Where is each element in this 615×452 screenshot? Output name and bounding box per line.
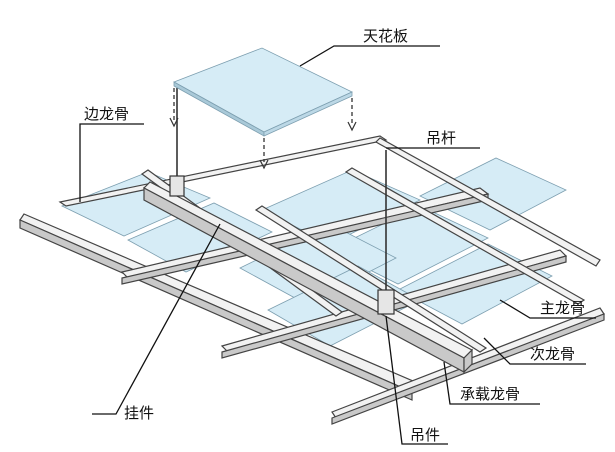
hangers <box>169 88 395 315</box>
ceiling-board <box>169 47 357 170</box>
arrow-icon <box>169 117 179 128</box>
main-keel <box>254 205 488 353</box>
arrow-icon <box>259 159 269 170</box>
leader-main-keel <box>499 299 596 319</box>
leader-edge-keel <box>79 123 144 202</box>
labels: 天花板 边龙骨 吊杆 主龙骨 次龙骨 承载龙骨 挂件 吊件 <box>84 27 585 444</box>
ceiling-board-edge <box>263 91 353 137</box>
label-hanging-piece: 挂件 <box>124 404 154 422</box>
load-keel-end <box>463 348 473 374</box>
label-load-keel: 承载龙骨 <box>460 385 520 403</box>
label-hanger-rod: 吊杆 <box>426 129 456 147</box>
leader-ceiling-board <box>299 45 440 67</box>
label-ceiling-board: 天花板 <box>363 27 408 45</box>
tile <box>419 157 567 231</box>
label-hanger-part: 吊件 <box>410 426 440 444</box>
hanger-clip <box>377 289 395 315</box>
label-edge-keel: 边龙骨 <box>84 105 129 123</box>
leader-hanging-piece <box>92 223 221 415</box>
leader-hanger-part <box>385 315 448 445</box>
label-secondary-keel: 次龙骨 <box>530 345 575 363</box>
ceiling-board-face <box>173 47 353 133</box>
leader-load-keel <box>443 361 540 405</box>
label-main-keel: 主龙骨 <box>540 299 585 317</box>
main-keel <box>375 137 601 267</box>
arrow-icon <box>347 121 357 132</box>
leader-lines <box>79 45 596 445</box>
main-keel <box>344 167 586 305</box>
leader-secondary-keel <box>483 337 586 365</box>
cross-keel <box>58 135 388 207</box>
cross-keel <box>331 313 605 425</box>
hanger-clip <box>169 175 185 197</box>
